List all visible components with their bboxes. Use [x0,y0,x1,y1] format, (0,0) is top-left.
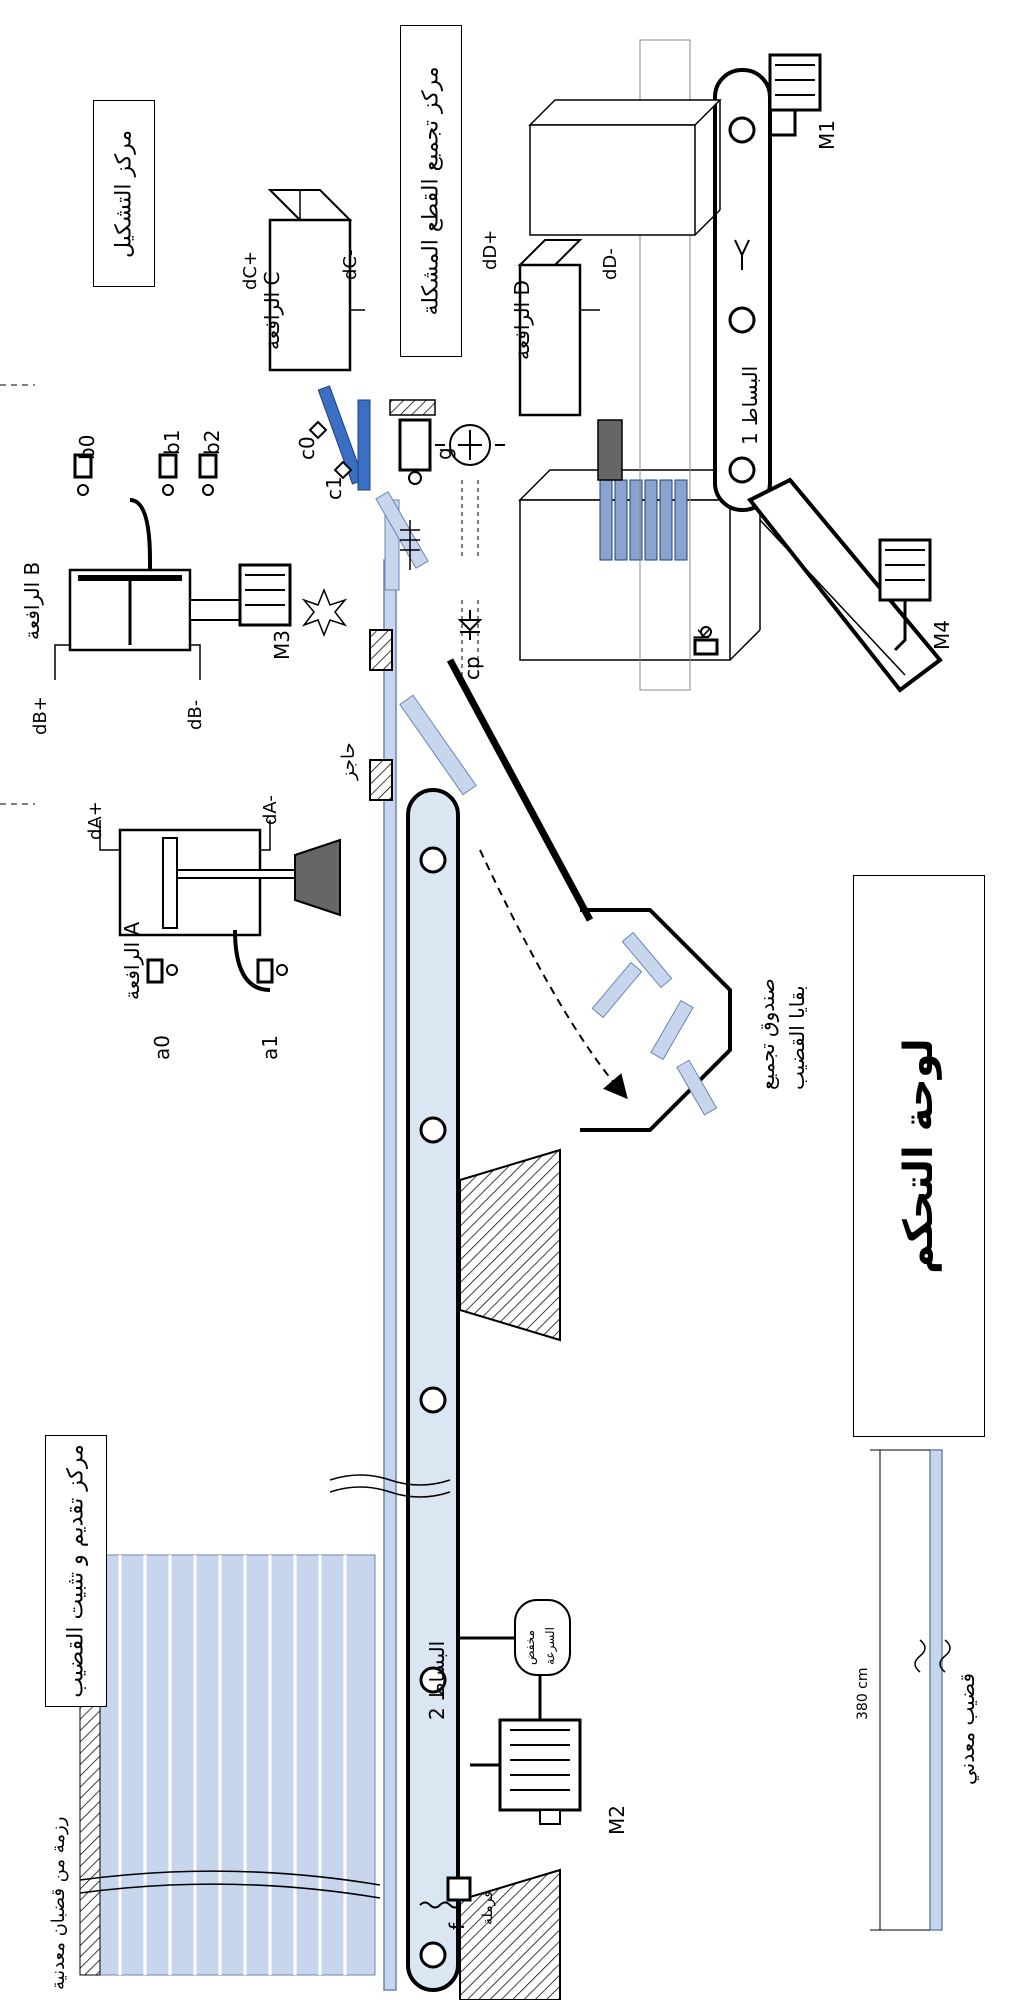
jack-a-label: الرافعة A [120,921,144,1000]
rod-caption: قضيب معدني [955,1672,979,1785]
speed-reducer-label-2: السرعة [543,1627,557,1665]
sensor-a0 [146,958,164,984]
jack-c-label: الرافعة C [260,271,284,350]
motor-m1 [768,53,822,137]
conveyor-belt-4 [746,477,943,693]
scrap-box-label-1: صندوق تجميع [755,978,779,1090]
belt2-label: البساط 2 [425,1640,449,1720]
sensor-b0-label: b0 [75,434,99,460]
break-mark [329,1474,451,1486]
jack-d-label: الرافعة D [510,280,534,360]
scrap-box [580,908,732,1132]
dD-plus-label: dD+ [480,229,501,270]
dA-minus-label: dA- [260,795,281,825]
sensor-b1 [158,453,178,479]
sensor-c0-label: c0 [295,436,319,460]
dA-plus-label: dA+ [85,801,106,840]
motor-m2 [470,1718,582,1825]
sensor-a1 [256,958,274,984]
sensor-a0-label: a0 [150,1035,174,1060]
dB-minus-label: dB- [185,699,206,730]
station-collect-label: مركز تجميع القطع المشكلة [418,66,444,316]
photocell [435,424,505,680]
belt1-label: البساط 1 [738,365,762,445]
stopper-2 [369,629,393,671]
bundle-label: رزمة من قضبان معدنية [48,1816,69,1990]
speed-reducer-label-1: مخفض [523,1630,537,1665]
sensor-c1 [333,460,353,480]
station-feed-box: مركز تقديم و تثبيت القضيب [45,1435,107,1707]
station-feed-label: مركز تقديم و تثبيت القضيب [63,1444,89,1698]
brake-spring [419,1901,461,1909]
support-stand [459,1148,561,1342]
station-forming-box: مركز التشكيل [93,100,155,287]
stopper-1 [369,759,393,801]
sensor-cp [457,610,483,640]
motor-m1-label: M1 [815,120,839,150]
scrap-chute [446,658,594,922]
motor-m4 [878,538,932,652]
guide-plane [639,39,691,691]
control-panel: لوحة التحكم [853,875,985,1437]
sensor-g-bracket [389,399,436,416]
stopper-label: حاجز [338,742,359,780]
motor-m4-label: M4 [930,620,954,650]
jack-b [54,498,251,680]
sensor-k [693,638,719,656]
rod-dimension [870,1449,951,1931]
sensor-f [446,1876,472,1902]
sensor-c0 [308,420,328,440]
dC-plus-label: dC+ [240,250,261,290]
sensor-g-label: g [432,447,456,460]
rod-bundle [79,1554,381,1976]
support-stand [459,1868,561,2000]
scrap-box-label-2: بقايا القضيب [785,985,809,1090]
motor-m2-label: M2 [605,1805,629,1835]
control-panel-title: لوحة التحكم [896,1038,942,1274]
sensor-cp-label: cp [460,656,484,680]
sensor-c1-label: c1 [322,476,346,500]
speed-reducer [460,1599,571,1720]
motor-m3 [238,563,348,638]
collection-box [518,469,762,661]
sensor-b1-label: b1 [160,429,184,455]
ground-bracket [400,520,420,570]
dC-minus-label: dC- [340,249,361,281]
rod-length: 380 cm [855,1667,871,1720]
sensor-b0 [73,453,93,479]
jack-d [517,239,623,481]
station-forming-label: مركز التشكيل [111,129,137,258]
brake-label: فرملة [480,1890,496,1925]
sensor-k-label: k [690,628,714,640]
conveyor-belt-1 [713,68,772,512]
sensor-g [398,418,432,472]
sensor-b2-label: b2 [200,429,224,455]
target-box [528,99,722,236]
motor-m3-label: M3 [270,630,294,660]
sensor-f-label: f [445,1922,469,1930]
sensor-a1-label: a1 [258,1035,282,1060]
sensor-b2 [198,453,218,479]
jack-b-label: الرافعة B [20,561,44,640]
jack-c [267,189,371,491]
dD-minus-label: dD- [600,248,621,280]
jack-a [99,820,341,992]
station-collect-box: مركز تجميع القطع المشكلة [400,25,462,357]
conveyor-belt-2 [406,788,460,1992]
dB-plus-label: dB+ [30,696,51,735]
